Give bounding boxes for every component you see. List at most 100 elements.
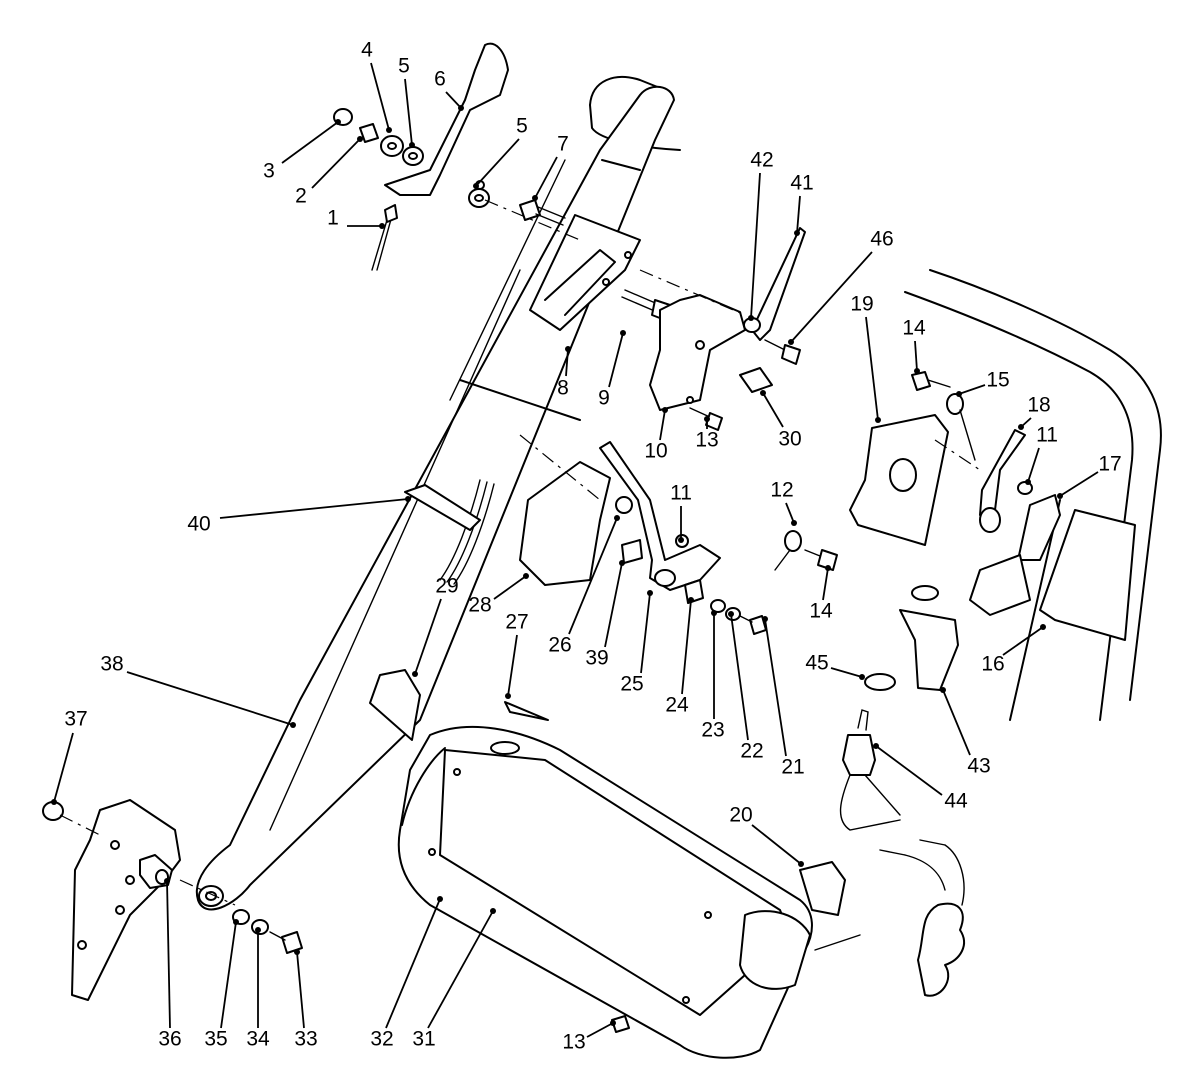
leader-line [370,62,390,131]
leader-dot [619,560,625,566]
callout-1: 1 [327,207,385,230]
callout-33: 33 [294,949,318,1051]
leader-line [659,409,666,441]
leader-dot [825,565,831,571]
leader-line [53,732,74,803]
leader-line [493,575,527,600]
callout-38: 38 [100,653,296,728]
callout-44: 44 [873,743,968,813]
leader-line [640,592,651,674]
grommet-45-top [911,585,939,601]
callout-7: 7 [532,133,569,201]
leader-dot [728,611,734,617]
leader-dot [1018,424,1024,430]
callout-label: 11 [1036,424,1058,447]
callout-label: 20 [729,804,752,827]
callout-21: 21 [762,616,805,779]
lever-18 [979,429,1026,533]
callout-10: 10 [644,407,668,463]
leader-line [865,316,879,421]
callout-18: 18 [1018,394,1051,430]
callout-37: 37 [51,708,88,805]
callout-14: 14 [902,317,926,374]
leader-dot [523,573,529,579]
leader-line [681,599,692,695]
leader-line [166,880,171,1029]
bag-edge-line [814,934,861,951]
callout-label: 36 [158,1028,181,1051]
leader-line [942,689,971,756]
callout-label: 14 [809,600,833,623]
callout-label: 7 [557,133,569,156]
leader-line [534,156,558,199]
callout-label: 46 [870,228,893,251]
leader-dot [565,346,571,352]
callout-46: 46 [788,228,894,345]
callout-16: 16 [981,624,1046,676]
callout-label: 17 [1098,453,1121,476]
callout-label: 35 [204,1028,227,1051]
callout-29: 29 [412,575,459,677]
callout-label: 9 [598,387,610,410]
callout-3: 3 [263,119,341,183]
leader-dot [379,223,385,229]
callout-41: 41 [790,172,814,236]
cable-1 [371,204,398,271]
callout-24: 24 [665,597,694,717]
leader-line [914,340,918,372]
callout-label: 39 [585,647,608,670]
leader-dot [688,597,694,603]
washer-5a [402,146,424,166]
plate-10 [649,294,746,411]
callout-8: 8 [557,346,571,400]
leader-line [750,172,761,319]
leader-line [830,667,863,678]
callout-12: 12 [770,479,797,526]
leader-dot [620,330,626,336]
leader-line [586,1022,614,1038]
callout-label: 15 [986,369,1009,392]
leader-dot [458,105,464,111]
leader-line [785,502,795,524]
callout-label: 2 [295,185,307,208]
callout-42: 42 [748,149,774,321]
leader-dot [678,537,684,543]
decal-27 [504,701,549,721]
leader-dot [873,743,879,749]
callout-6: 6 [434,68,464,111]
callout-28: 28 [468,573,529,617]
leader-dot [614,515,620,521]
callout-label: 1 [327,207,339,230]
callout-20: 20 [729,804,804,867]
upper-bracket [529,214,641,331]
callout-label: 12 [770,479,793,502]
leader-dot [290,722,296,728]
leader-dot [875,417,881,423]
leader-line [568,517,618,635]
callout-label: 32 [370,1028,393,1051]
leader-line [958,384,986,395]
callout-label: 27 [505,611,528,634]
leader-line [751,824,802,865]
leader-dot [760,390,766,396]
leader-dot [1040,624,1046,630]
callout-label: 13 [562,1031,585,1054]
leader-dot [1057,493,1063,499]
leader-line [730,613,749,741]
callout-label: 14 [902,317,926,340]
leader-line [790,251,873,343]
callout-4: 4 [361,39,392,133]
callout-label: 33 [294,1028,317,1051]
spacer-39 [621,539,643,564]
leader-line [427,910,494,1029]
callout-label: 26 [548,634,571,657]
leader-dot [357,136,363,142]
callout-11: 11 [1025,424,1058,485]
callout-22: 22 [728,611,764,763]
callout-label: 13 [695,429,718,452]
callout-label: 45 [805,652,828,675]
leader-line [764,618,787,757]
leader-line [604,562,623,648]
callout-label: 38 [100,653,123,676]
callout-label: 41 [790,172,813,195]
